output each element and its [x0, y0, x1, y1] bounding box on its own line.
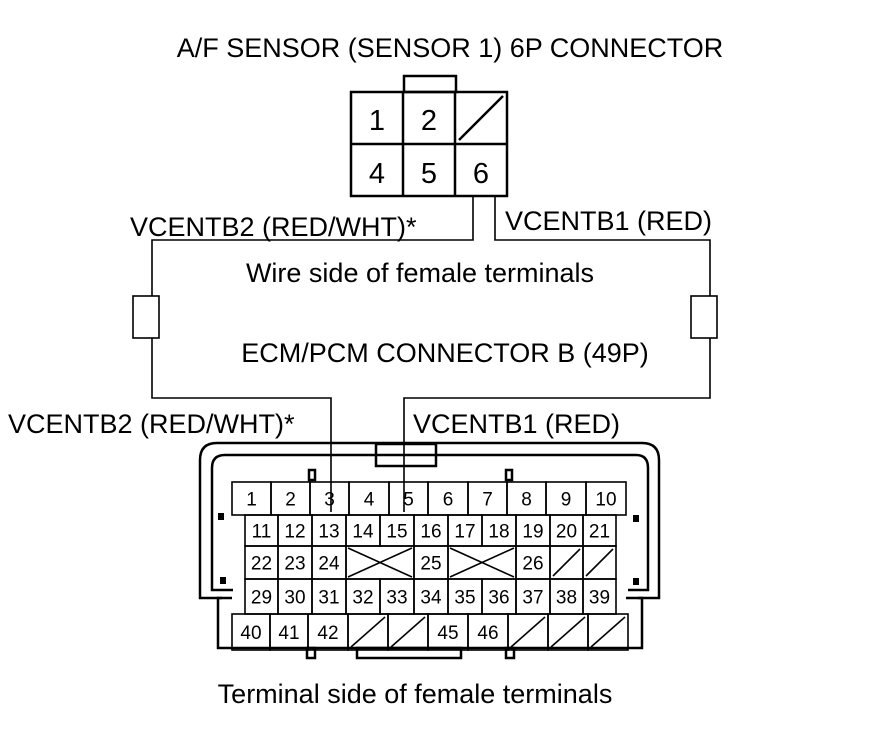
ecm-pin-number: 17: [454, 522, 475, 543]
ecm-unused-slash-mark: [390, 616, 426, 648]
ecm-pin-number: 32: [352, 588, 373, 609]
wire-break-symbol-right: [690, 295, 718, 339]
ecm-pin-number: 22: [251, 554, 272, 575]
ecm-pin-number: 9: [561, 490, 572, 511]
wire-label-vcentb2-lower: VCENTB2 (RED/WHT)*: [8, 409, 295, 439]
ecm-pin-number: 36: [488, 588, 509, 609]
wire-side-label: Wire side of female terminals: [246, 258, 594, 288]
ecm-pin-number: 46: [477, 623, 498, 644]
ecm-pin-number: 42: [317, 623, 338, 644]
ecm-pin-number: 35: [454, 588, 475, 609]
ecm-unused-slash-mark: [590, 616, 626, 648]
ecm-pin-number: 8: [521, 490, 532, 511]
ecm-pin-number: 3: [324, 490, 335, 511]
ecm-unused-slash-mark: [585, 548, 614, 577]
ecm-pin-number: 10: [595, 490, 616, 511]
wire-label-vcentb1-upper: VCENTB1 (RED): [505, 206, 712, 236]
ecm-unused-slash-mark: [510, 616, 546, 648]
ecm-pin-number: 34: [420, 588, 442, 609]
ecm-pin-number: 7: [482, 490, 493, 511]
ecm-pin-number: 30: [284, 588, 305, 609]
sensor-connector-title: A/F SENSOR (SENSOR 1) 6P CONNECTOR: [177, 33, 724, 63]
ecm-pin-number: 6: [443, 490, 454, 511]
ecm-pin-number: 18: [488, 522, 509, 543]
ecm-pin-number: 37: [522, 588, 543, 609]
sensor-pin: 1: [369, 105, 385, 137]
ecm-connector-title: ECM/PCM CONNECTOR B (49P): [241, 338, 649, 368]
ecm-pin-number: 1: [246, 490, 257, 511]
ecm-pin-number: 33: [386, 588, 407, 609]
terminal-side-label: Terminal side of female terminals: [218, 679, 613, 709]
ecm-unused-slash-mark: [552, 548, 581, 577]
ecm-unused-slash-mark: [350, 616, 386, 648]
wire-vcentb1: [494, 196, 711, 296]
ecm-pin-number: 21: [589, 522, 610, 543]
ecm-pin-number: 26: [522, 554, 543, 575]
wire-break-symbol-left: [132, 295, 160, 339]
ecm-pin-number: 4: [364, 490, 375, 511]
ecm-pin-number: 38: [556, 588, 577, 609]
ecm-pin-number: 31: [318, 588, 339, 609]
ecm-pin-number: 19: [522, 522, 543, 543]
sensor-pin: 4: [369, 158, 385, 190]
sensor-pin: 2: [421, 105, 437, 137]
ecm-unused-cross-mark: [347, 547, 413, 578]
ecm-pin-number: 2: [285, 490, 296, 511]
ecm-pin-number: 40: [240, 623, 261, 644]
sensor-pin-3-unused-mark: [458, 95, 504, 141]
sensor-6p-connector: 1 2 4 5 6: [349, 74, 509, 198]
sensor-pin: 5: [421, 158, 437, 190]
ecm-unused-cross-mark: [449, 547, 515, 578]
ecm-unused-slash-mark: [550, 616, 586, 648]
ecm-pin-number: 5: [403, 490, 414, 511]
ecm-pin-number: 45: [437, 623, 458, 644]
ecm-pin-number: 29: [251, 588, 272, 609]
wire-vcentb2: [151, 196, 474, 296]
sensor-pin: 6: [473, 158, 489, 190]
ecm-pin-number: 13: [318, 522, 339, 543]
ecm-pin-number: 24: [318, 554, 340, 575]
ecm-pin-number: 12: [284, 522, 305, 543]
ecm-pin-number: 23: [284, 554, 305, 575]
ecm-pin-number: 39: [589, 588, 610, 609]
ecm-pin-number: 25: [420, 554, 441, 575]
ecm-pin-number: 16: [420, 522, 441, 543]
ecm-pin-number: 41: [278, 623, 299, 644]
ecm-pin-number: 11: [252, 522, 272, 543]
ecm-pin-number: 20: [556, 522, 577, 543]
wire-label-vcentb1-lower: VCENTB1 (RED): [413, 409, 620, 439]
ecm-pin-number: 15: [386, 522, 407, 543]
ecm-pin-number: 14: [352, 522, 374, 543]
wire-label-vcentb2-upper: VCENTB2 (RED/WHT)*: [130, 212, 417, 242]
ecm-pin-cell: [587, 613, 629, 651]
